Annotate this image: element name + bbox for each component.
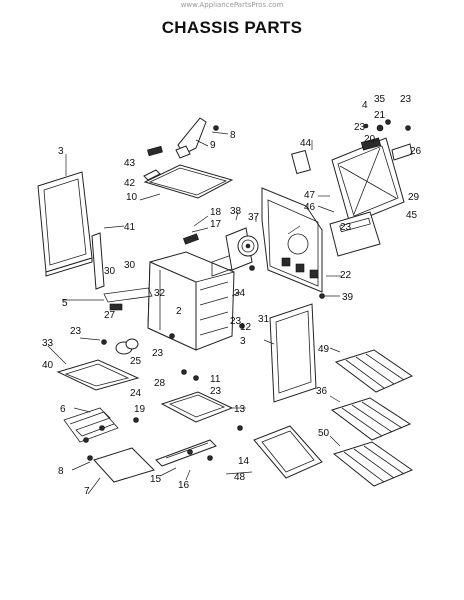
convection-fan — [225, 227, 259, 271]
rear-panel — [261, 187, 323, 293]
callout: 22 — [340, 270, 352, 281]
callout: 23 — [230, 316, 242, 327]
callout: 35 — [374, 94, 386, 105]
callout: 13 — [234, 404, 246, 415]
callout: 8 — [230, 130, 236, 141]
callout: 21 — [374, 110, 386, 121]
watermark: www.AppliancePartsPros.com — [180, 1, 284, 9]
callout: 23 — [354, 122, 366, 133]
oven-rack-49 — [334, 349, 414, 393]
callout: 30 — [124, 260, 136, 271]
callout: 25 — [130, 356, 142, 367]
clip-bracket — [143, 145, 163, 181]
callout: 9 — [210, 140, 216, 151]
callout: 20 — [364, 134, 376, 145]
callout: 5 — [62, 298, 68, 309]
oven-bottom — [56, 359, 140, 391]
backguard — [329, 137, 405, 257]
callout: 46 — [304, 202, 316, 213]
callout: 36 — [316, 386, 328, 397]
thermostat-assembly — [360, 119, 411, 151]
callout: 23 — [210, 386, 222, 397]
callout: 26 — [410, 146, 422, 157]
callout: 2 — [176, 306, 182, 317]
bottom-panel — [160, 391, 234, 423]
callout: 10 — [126, 192, 138, 203]
callout: 34 — [234, 288, 246, 299]
side-panel-right — [269, 303, 317, 403]
callout: 16 — [178, 480, 190, 491]
leader-lines — [47, 131, 342, 495]
fastener-parts — [83, 265, 325, 461]
callout: 28 — [154, 378, 166, 389]
callout: 17 — [210, 219, 222, 230]
callout: 8 — [58, 466, 64, 477]
callout: 3 — [240, 336, 246, 347]
callout: 11 — [210, 374, 221, 385]
callout: 23 — [400, 94, 412, 105]
callout: 14 — [238, 456, 250, 467]
vent-duct — [175, 117, 207, 159]
callout-labels: 30 2 3 3 4 5 6 7 8 8 9 10 11 12 13 14 15… — [42, 94, 422, 497]
callout: 19 — [134, 404, 146, 415]
callout: 4 — [362, 100, 368, 111]
callout: 3 — [58, 146, 64, 157]
callout: 15 — [150, 474, 162, 485]
storage-drawer — [253, 425, 323, 479]
callout: 44 — [300, 138, 312, 149]
callout: 41 — [124, 222, 136, 233]
callout: 47 — [304, 190, 316, 201]
drawer-bracket — [155, 439, 217, 467]
callout: 7 — [84, 486, 90, 497]
callout: 23 — [70, 326, 82, 337]
callout: 38 — [230, 206, 242, 217]
bake-element — [103, 287, 153, 303]
igniter — [183, 233, 199, 245]
callout: 6 — [60, 404, 66, 415]
callout: 33 — [42, 338, 54, 349]
control-board — [291, 149, 311, 175]
oven-rack-36 — [330, 397, 412, 441]
side-panel-left — [37, 171, 93, 277]
callout: 29 — [408, 192, 420, 203]
callout: 39 — [342, 292, 354, 303]
callout: 12 — [240, 322, 252, 333]
insulation-strip — [91, 232, 105, 290]
callout: 40 — [42, 360, 54, 371]
callout: 30 — [104, 266, 116, 277]
callout: 42 — [124, 178, 136, 189]
callout: 45 — [406, 210, 418, 221]
screw — [213, 125, 219, 131]
page-title: CHASSIS PARTS — [161, 18, 303, 37]
callout: 48 — [234, 472, 246, 483]
drawer-liner — [93, 447, 155, 483]
callout: 43 — [124, 158, 136, 169]
callout: 31 — [258, 314, 270, 325]
callout: 23 — [340, 222, 352, 233]
callout: 32 — [154, 288, 166, 299]
switch — [391, 143, 413, 161]
burner-valve — [101, 333, 175, 355]
callout: 49 — [318, 344, 330, 355]
callout: 50 — [318, 428, 330, 439]
oven-rack-50 — [332, 441, 414, 487]
callout: 18 — [210, 207, 222, 218]
broil-element — [63, 407, 119, 443]
callout: 23 — [152, 348, 164, 359]
callout: 24 — [130, 388, 142, 399]
callout: 27 — [104, 310, 116, 321]
oven-cavity — [147, 251, 241, 351]
hinge-receiver — [109, 303, 123, 311]
oven-top-cover — [143, 164, 234, 199]
callout: 37 — [248, 212, 260, 223]
